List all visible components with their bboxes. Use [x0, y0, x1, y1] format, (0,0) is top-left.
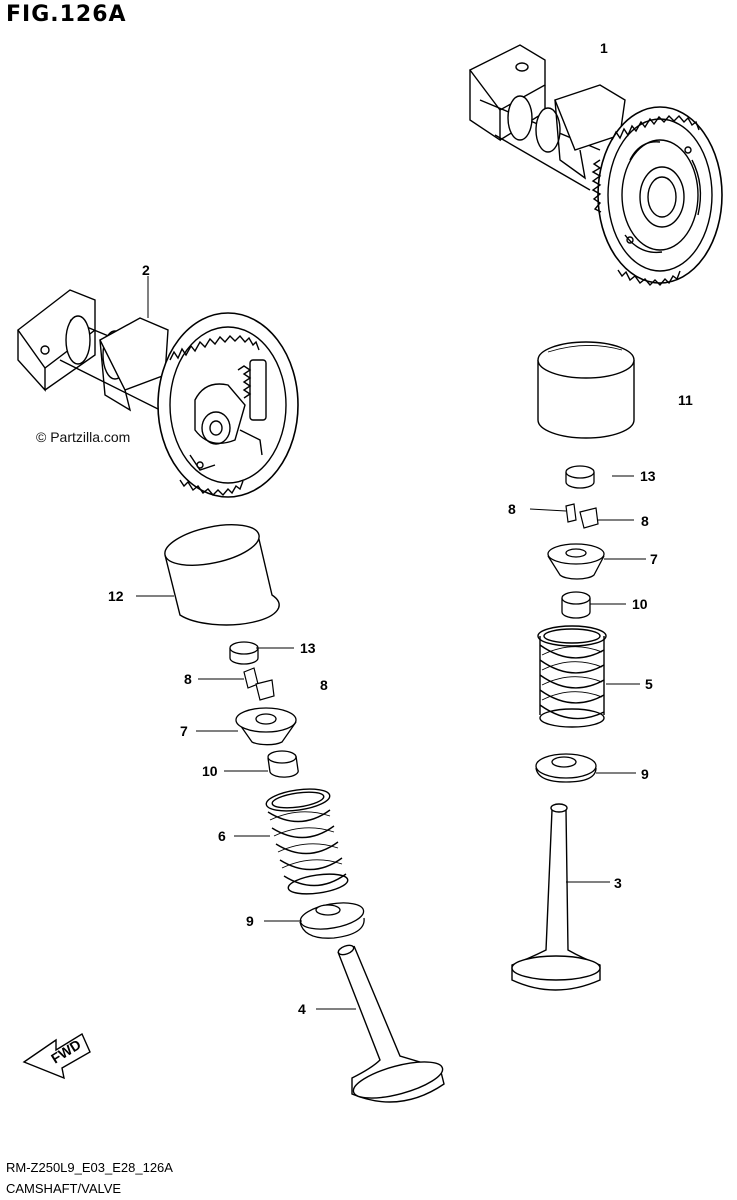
retainer-7-right	[547, 543, 605, 580]
diagram-code: RM-Z250L9_E03_E28_126A	[6, 1160, 173, 1175]
callout-3[interactable]: 3	[614, 875, 622, 891]
callout-7-right[interactable]: 7	[650, 551, 658, 567]
cotter-8-right	[565, 503, 599, 529]
fwd-arrow-icon: FWD	[22, 1032, 91, 1080]
stem-seal-10-right	[561, 591, 591, 619]
seat-9-left	[299, 902, 365, 939]
seat-9-right	[535, 753, 597, 783]
callout-9-right[interactable]: 9	[641, 766, 649, 782]
spring-6	[265, 788, 349, 895]
callout-12[interactable]: 12	[108, 588, 124, 604]
callout-8-left-b[interactable]: 8	[320, 677, 328, 693]
shim-13-left	[229, 641, 259, 665]
callout-7-left[interactable]: 7	[180, 723, 188, 739]
callout-6[interactable]: 6	[218, 828, 226, 844]
valve-3	[511, 803, 601, 991]
callout-2[interactable]: 2	[142, 262, 150, 278]
retainer-7-left	[235, 707, 297, 746]
callout-13-left[interactable]: 13	[300, 640, 316, 656]
callout-8-right-b[interactable]: 8	[641, 513, 649, 529]
callout-11[interactable]: 11	[678, 392, 693, 408]
callout-8-right-a[interactable]: 8	[508, 501, 516, 517]
valve-4	[337, 944, 445, 1103]
callout-10-left[interactable]: 10	[202, 763, 218, 779]
callout-9-left[interactable]: 9	[246, 913, 254, 929]
callout-1[interactable]: 1	[600, 40, 608, 56]
tappet-12	[164, 524, 280, 626]
callout-13-right[interactable]: 13	[640, 468, 656, 484]
leader-lines	[136, 276, 646, 1010]
camshaft-1	[468, 44, 723, 287]
stem-seal-10-left	[267, 750, 299, 778]
spring-5	[537, 625, 607, 728]
figure-title: FIG.126A	[6, 2, 127, 27]
camshaft-2	[17, 289, 299, 498]
callout-4[interactable]: 4	[298, 1001, 306, 1017]
callout-5[interactable]: 5	[645, 676, 653, 692]
tappet-11	[537, 341, 635, 439]
callout-8-left-a[interactable]: 8	[184, 671, 192, 687]
diagram-caption: CAMSHAFT/VALVE	[6, 1181, 122, 1196]
shim-13-right	[565, 465, 595, 489]
cotter-8-left	[243, 667, 275, 701]
callout-10-right[interactable]: 10	[632, 596, 648, 612]
watermark: © Partzilla.com	[36, 429, 131, 445]
